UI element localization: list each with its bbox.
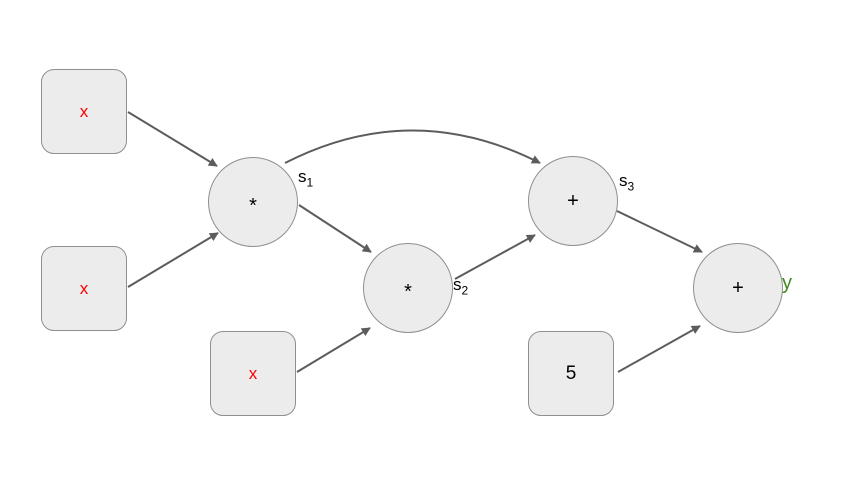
input-node-x-top-label: x [79, 102, 89, 121]
input-node-x-top: x [41, 69, 127, 154]
multiply-icon: * [404, 281, 412, 303]
plus-icon: + [567, 190, 579, 212]
edge-mul2-to-add1 [454, 234, 536, 280]
edge-label-s3: s3 [619, 172, 634, 192]
edge-x-bottom-to-mul2 [296, 327, 371, 373]
edge-x-top-to-mul1 [127, 111, 218, 167]
constant-node-five-label: 5 [565, 363, 577, 384]
edge-label-s1-base: s [298, 167, 307, 186]
edge-label-s1-sub: 1 [306, 175, 314, 190]
edge-label-s3-sub: 3 [627, 179, 635, 194]
edge-label-s2-sub: 2 [461, 283, 469, 298]
input-node-x-mid-label: x [79, 279, 89, 298]
input-node-x-mid: x [41, 246, 127, 331]
operator-node-multiply-2: * [363, 243, 453, 333]
edge-label-s3-base: s [619, 171, 628, 190]
plus-icon: + [732, 277, 744, 299]
operator-node-add-2: + [693, 243, 783, 333]
edge-five-to-add2 [617, 325, 701, 373]
edge-label-s1: s1 [298, 168, 313, 188]
edge-label-s2: s2 [453, 276, 468, 296]
constant-node-five: 5 [528, 331, 614, 416]
operator-node-add-1: + [528, 156, 618, 246]
output-label-y: y [782, 272, 792, 294]
edge-mul1-to-mul2 [298, 204, 372, 253]
operator-node-multiply-1: * [208, 157, 298, 247]
input-node-x-bottom: x [210, 331, 296, 416]
edge-mul1-to-add1-arc [284, 129, 541, 164]
edge-x-mid-to-mul1 [127, 232, 219, 288]
multiply-icon: * [249, 195, 257, 217]
edge-label-s2-base: s [453, 275, 462, 294]
input-node-x-bottom-label: x [248, 364, 258, 383]
edge-add1-to-add2 [616, 210, 703, 253]
